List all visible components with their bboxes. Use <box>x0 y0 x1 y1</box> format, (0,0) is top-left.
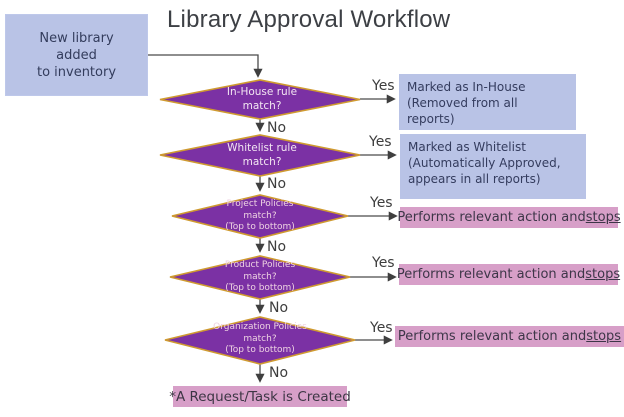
decision-diamond-whitelist <box>159 134 361 177</box>
outcome-box-action-stops-project: Performs relevant action and stops <box>397 207 621 228</box>
start-node-line: to inventory <box>36 64 117 80</box>
outcome-box-action-stops-product: Performs relevant action and stops <box>397 264 620 285</box>
decision-label-whitelist: Whitelist rule match? <box>227 142 297 168</box>
no-label-decision3: No <box>267 239 287 255</box>
end-node-request-task-created: *A Request/Task is Created <box>169 386 351 407</box>
decision-label-product-policies: Product Policies match? (Top to bottom) <box>224 260 296 293</box>
connector-start-to-decision1 <box>148 54 263 78</box>
decision-label-organization-policies: Organization Policies match? (Top to bot… <box>213 322 307 355</box>
no-label-decision1: No <box>267 120 287 136</box>
yes-label-decision1: Yes <box>372 78 395 94</box>
decision-label-in-house: In-House rule match? <box>226 86 298 112</box>
yes-label-decision3: Yes <box>370 195 393 211</box>
outcome-box-marked-in-house: Marked as In-House (Removed from all rep… <box>399 74 576 130</box>
outcome-box-action-stops-organization: Performs relevant action and stops <box>395 326 624 347</box>
yes-label-decision5: Yes <box>370 320 393 336</box>
page-title: Library Approval Workflow <box>167 6 451 33</box>
no-label-decision4: No <box>269 300 289 316</box>
decision-diamond-product-policies <box>169 255 351 300</box>
decision-label-project-policies: Project Policies match? (Top to bottom) <box>225 199 295 232</box>
yes-label-decision2: Yes <box>369 134 392 150</box>
start-node-line: added <box>56 47 97 63</box>
no-label-decision2: No <box>267 176 287 192</box>
yes-label-decision4: Yes <box>372 255 395 271</box>
decision-diamond-in-house <box>159 79 361 120</box>
outcome-box-marked-whitelist: Marked as Whitelist (Automatically Appro… <box>400 134 586 199</box>
no-label-decision5: No <box>269 365 289 381</box>
start-node-line: New library <box>39 30 114 46</box>
decision-diamond-organization-policies <box>164 316 356 365</box>
decision-diamond-project-policies <box>171 194 349 239</box>
start-node-new-library: New library added to inventory <box>5 14 148 96</box>
